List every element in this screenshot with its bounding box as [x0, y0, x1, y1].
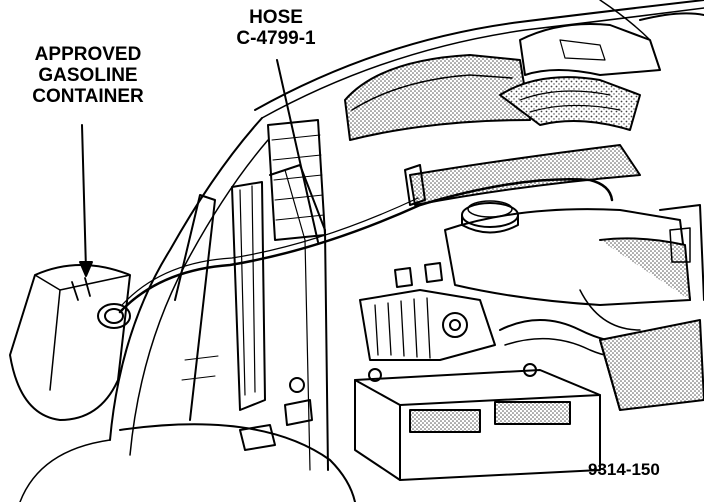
alternator [359, 289, 496, 361]
radiator-post-right [269, 164, 329, 471]
intake-duct [499, 76, 641, 131]
hose-clamp [289, 377, 305, 393]
gasoline-container [9, 264, 131, 421]
hood-edge [254, 0, 704, 111]
approved-gasoline-container-label: APPROVED GASOLINE CONTAINER [18, 44, 158, 108]
hose [118, 178, 614, 314]
fender-outline [109, 117, 263, 441]
hose-label: HOSE C-4799-1 [230, 7, 322, 50]
container-spout [97, 303, 131, 329]
label-line-1: APPROVED [34, 44, 142, 65]
crossover-tube [409, 144, 641, 206]
battery [354, 369, 601, 481]
fender-inner [129, 139, 269, 456]
hose-label-line-1: HOSE [249, 7, 303, 28]
radiator-post-left [174, 194, 216, 421]
container-leader-line [81, 124, 87, 271]
front-lower-curve [119, 423, 356, 502]
hose-leader-line [276, 59, 319, 243]
hose-label-line-2: C-4799-1 [236, 27, 316, 49]
label-line-2: GASOLINE [38, 64, 138, 86]
label-line-3: CONTAINER [32, 85, 144, 107]
battery-label-left [409, 409, 481, 433]
radiator-post-mid [231, 181, 266, 411]
battery-label-right [494, 401, 571, 425]
figure-number: 9314-150 [588, 460, 660, 479]
hood-edge-inner [261, 7, 704, 119]
container-leader-arrow [79, 261, 93, 277]
